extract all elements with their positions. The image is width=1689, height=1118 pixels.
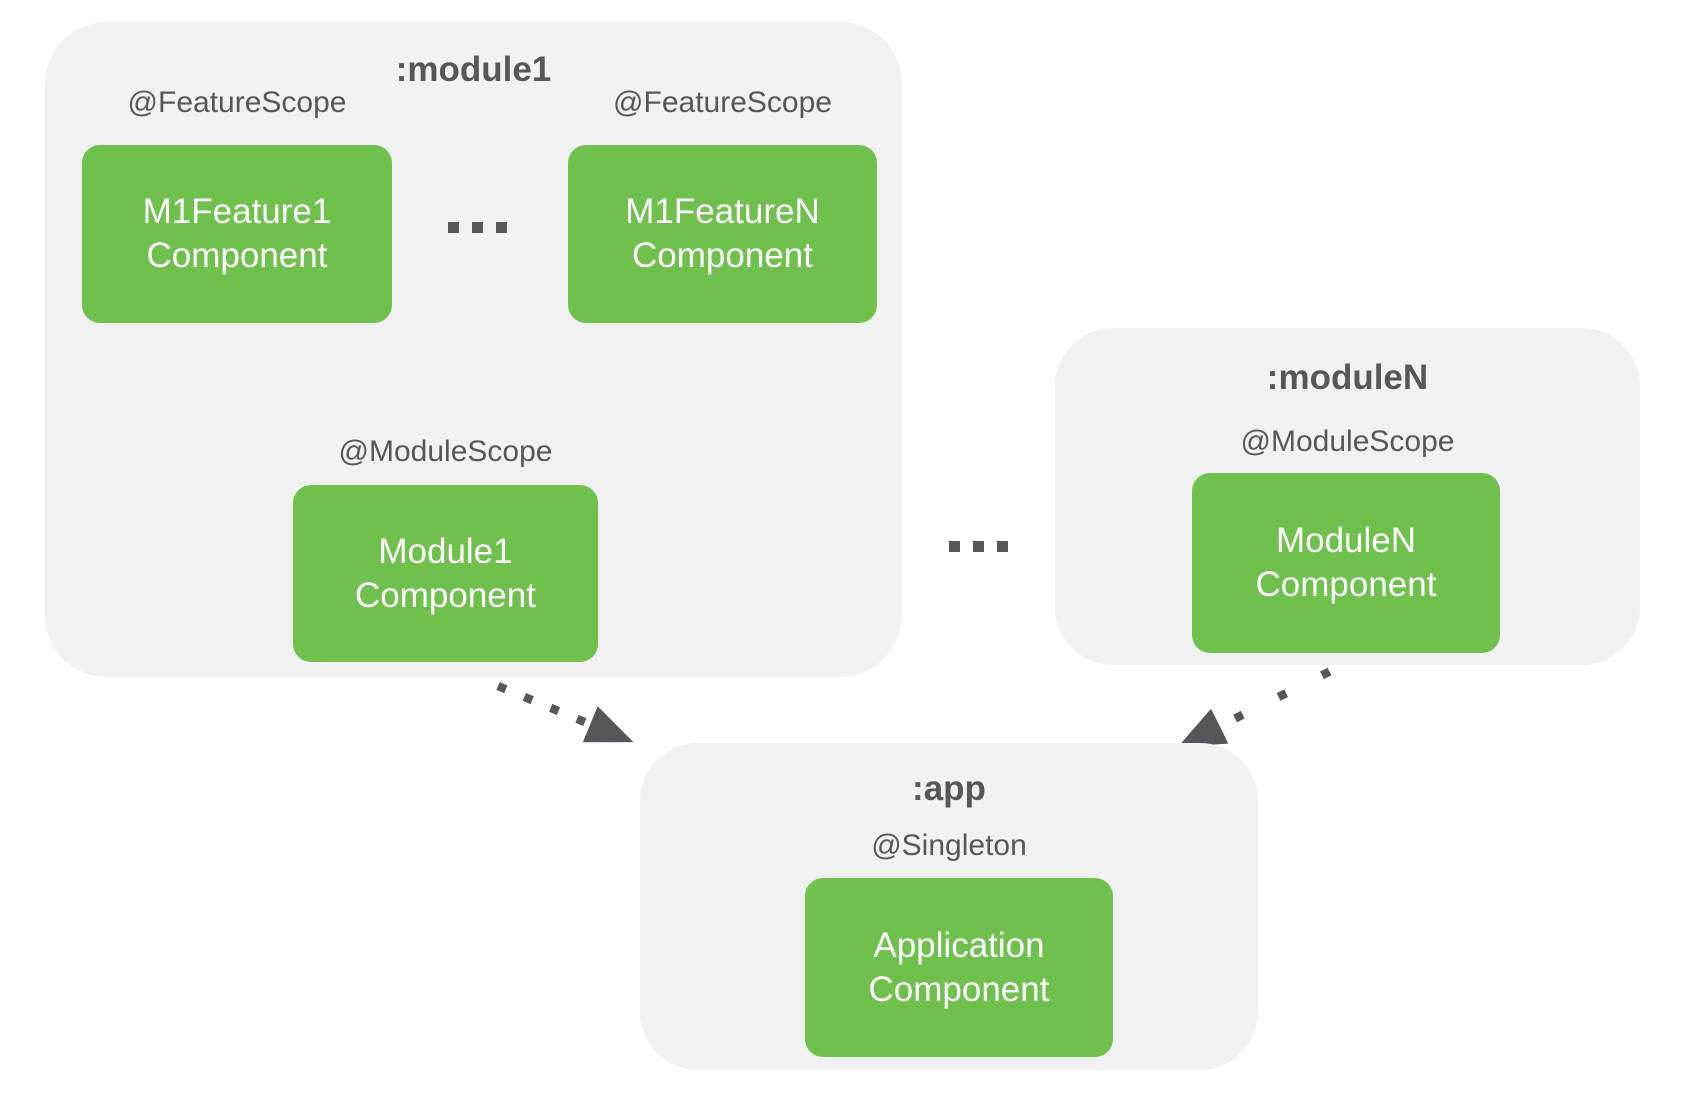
ellipsis-dot bbox=[996, 541, 1008, 552]
app-title: :app bbox=[912, 769, 986, 808]
module1-component-line1: Module1 bbox=[378, 531, 513, 571]
arrow-module1-to-app bbox=[496, 682, 634, 743]
moduleN-component-box: ModuleN Component bbox=[1192, 473, 1500, 653]
moduleN-title: :moduleN bbox=[1266, 358, 1429, 397]
features-ellipsis bbox=[417, 222, 537, 233]
m1featureN-component-line1: M1FeatureN bbox=[625, 192, 820, 231]
module1-title: :module1 bbox=[395, 50, 552, 89]
m1feature1-component-box: M1Feature1 Component bbox=[82, 145, 392, 323]
m1feature1-component-line2: Component bbox=[146, 236, 328, 275]
module1-scope-label: @ModuleScope bbox=[338, 435, 553, 468]
ellipsis-dot bbox=[447, 222, 459, 233]
ellipsis-dot bbox=[471, 222, 483, 233]
featureN-scope-label: @FeatureScope bbox=[613, 86, 832, 119]
moduleN-component-line1: ModuleN bbox=[1275, 521, 1417, 560]
moduleN-component-line2: Component bbox=[1255, 565, 1437, 604]
module1-container: :module1 @FeatureScope @FeatureScope M1F… bbox=[45, 22, 902, 677]
moduleN-scope-label: @ModuleScope bbox=[1240, 425, 1455, 458]
module1-component-box: Module1 Component bbox=[293, 485, 598, 662]
m1featureN-component-line2: Component bbox=[632, 236, 813, 275]
module1-component-line2: Component bbox=[355, 575, 536, 615]
application-component-line2: Component bbox=[868, 969, 1050, 1009]
singleton-scope-label: @Singleton bbox=[871, 829, 1027, 862]
modules-ellipsis bbox=[918, 541, 1038, 552]
app-container: :app @Singleton Application Component bbox=[640, 743, 1258, 1070]
moduleN-container: :moduleN @ModuleScope ModuleN Component bbox=[1055, 328, 1640, 665]
application-component-box: Application Component bbox=[805, 878, 1113, 1057]
feature1-scope-label: @FeatureScope bbox=[127, 86, 347, 119]
m1featureN-component-box: M1FeatureN Component bbox=[568, 145, 877, 323]
m1feature1-component-line1: M1Feature1 bbox=[142, 192, 332, 231]
ellipsis-dot bbox=[495, 222, 507, 233]
ellipsis-dot bbox=[972, 541, 984, 552]
ellipsis-dot bbox=[948, 541, 960, 552]
application-component-line1: Application bbox=[873, 925, 1045, 965]
